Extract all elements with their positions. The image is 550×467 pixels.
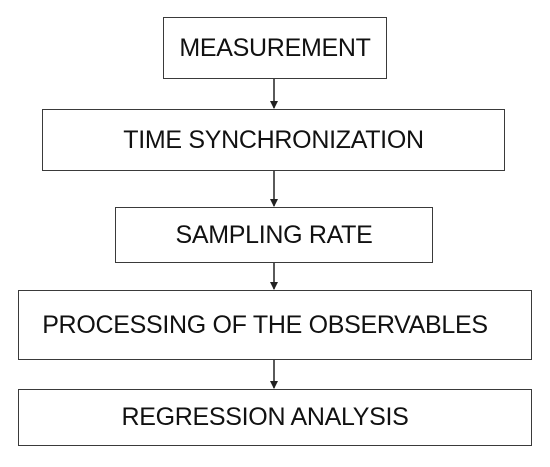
step-measurement: MEASUREMENT	[163, 17, 387, 79]
step-sampling-rate: SAMPLING RATE	[115, 207, 433, 263]
step-label: PROCESSING OF THE OBSERVABLES	[42, 310, 488, 339]
step-label: MEASUREMENT	[179, 33, 371, 62]
step-label: REGRESSION ANALYSIS	[121, 403, 409, 431]
step-time-synchronization: TIME SYNCHRONIZATION	[42, 109, 505, 171]
step-regression-analysis: REGRESSION ANALYSIS	[18, 389, 532, 446]
step-label: SAMPLING RATE	[175, 220, 373, 249]
step-label: TIME SYNCHRONIZATION	[123, 125, 424, 154]
step-processing-observables: PROCESSING OF THE OBSERVABLES	[18, 290, 532, 360]
